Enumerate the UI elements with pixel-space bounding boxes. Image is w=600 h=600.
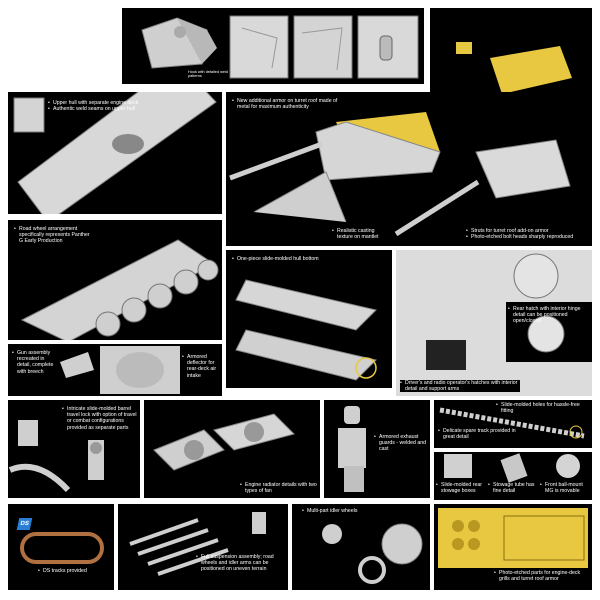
panel-ds-tracks: DS tracks provided: [8, 504, 114, 590]
ds-tracks-bullet: DS tracks provided: [38, 568, 112, 574]
travel-lock-illustration: [8, 420, 104, 493]
turret-roof-armor-bullet: New additional armor on turret roof made…: [232, 98, 344, 110]
driver-hatch-bullet: Driver's and radio operator's hatches wi…: [400, 380, 520, 392]
radiator-caption: Engine radiator details with two types o…: [240, 482, 318, 494]
panel-turret-detail-strip: Hook with detailed weld patterns: [122, 8, 424, 84]
panel-photoetch: Photo-etched parts for engine-deck grill…: [434, 504, 592, 590]
idler-caption: Multi-part idler wheels: [302, 508, 422, 514]
panel-road-wheels: Road wheel arrangement specifically repr…: [8, 220, 222, 340]
upper-hull-bullet-2: Authentic weld seams on upper hull: [48, 106, 168, 112]
struts-bullet-2: Photo-etched bolt heads sharply reproduc…: [466, 234, 590, 240]
deflector-bullet: Armored deflector for rear-deck air inta…: [182, 354, 220, 379]
suspension-illustration: [129, 512, 266, 576]
photoetch-fret-illustration: [438, 508, 588, 568]
travel-lock-caption: Intricate slide-molded barrel travel loc…: [62, 406, 138, 431]
hull-bottom-bullet: One-piece slide-molded hull bottom: [232, 256, 382, 262]
panel-stowage: Slide-molded rear stowage boxes Stowage …: [434, 452, 592, 500]
panel-exhaust: Armored exhaust guards - welded and cast: [324, 400, 430, 498]
travel-lock-bullet: Intricate slide-molded barrel travel loc…: [62, 406, 138, 431]
radiator-bullet: Engine radiator details with two types o…: [240, 482, 318, 494]
mantlet-bullet: Realistic casting texture on mantlet: [332, 228, 390, 240]
ds-track-illustration: [20, 532, 104, 564]
panel-upper-hull: Upper hull with separate engine deck Aut…: [8, 92, 222, 214]
spare-track-bullet: Delicate spare track provided in great d…: [438, 428, 528, 440]
gun-assembly-bullet: Gun assembly recreated in detail, comple…: [12, 350, 58, 375]
panel-travel-lock: Intricate slide-molded barrel travel loc…: [8, 400, 140, 498]
rear-hatch-bullet: Rear hatch with interior hinge detail ca…: [508, 306, 590, 325]
exhaust-illustration: [338, 406, 366, 492]
weld-hook-note: Hook with detailed weld patterns: [188, 70, 228, 79]
photoetch-caption: Photo-etched parts for engine-deck grill…: [494, 570, 590, 582]
turret-roof-armor-caption: New additional armor on turret roof made…: [232, 98, 344, 110]
spare-track-illustration: [439, 407, 585, 439]
road-wheels-bullet: Road wheel arrangement specifically repr…: [14, 226, 92, 245]
radiator-illustration: [153, 413, 295, 471]
hatch-illustration: [396, 250, 592, 396]
stowage-box-bullet: Slide-molded rear stowage boxes: [436, 482, 486, 494]
panel-radiator: Engine radiator details with two types o…: [144, 400, 320, 498]
gun-deflector-illustration: [60, 346, 180, 394]
gun-assembly-caption: Gun assembly recreated in detail, comple…: [12, 350, 58, 375]
road-wheels-caption: Road wheel arrangement specifically repr…: [14, 226, 92, 245]
upper-hull-bullet-1: Upper hull with separate engine deck: [48, 100, 168, 106]
rear-hatch-caption: Rear hatch with interior hinge detail ca…: [508, 306, 590, 325]
idler-wheel-illustration: [322, 523, 423, 584]
struts-caption: Struts for turret roof add-on armor Phot…: [466, 228, 590, 241]
panel-suspension: Full suspension assembly; road wheels an…: [118, 504, 288, 590]
road-wheels-illustration: [20, 239, 219, 340]
panel-spare-track: Slide-molded holes for hassle-free fitti…: [434, 400, 592, 448]
panel-hatches: Rear hatch with interior hinge detail ca…: [396, 250, 592, 396]
panel-idler-wheels: Multi-part idler wheels: [292, 504, 430, 590]
turret-armor-illustration: [229, 112, 571, 237]
stowage-box-caption: Slide-molded rear stowage boxes: [436, 482, 486, 494]
turret-parts-illustration: [141, 15, 419, 79]
ds-logo: DS: [16, 518, 33, 530]
exhaust-caption: Armored exhaust guards - welded and cast: [374, 434, 428, 453]
stowage-tube-bullet: Stowage tube has fine detail: [488, 482, 538, 494]
hull-bottom-illustration: [235, 279, 377, 381]
photoetch-bullet: Photo-etched parts for engine-deck grill…: [494, 570, 590, 582]
slide-holes-bullet: Slide-molded holes for hassle-free fitti…: [496, 402, 590, 414]
mantlet-caption: Realistic casting texture on mantlet: [332, 228, 390, 240]
suspension-caption: Full suspension assembly; road wheels an…: [196, 554, 286, 573]
panel-hull-bottom: One-piece slide-molded hull bottom: [226, 250, 392, 388]
driver-hatch-caption: Driver's and radio operator's hatches wi…: [400, 380, 520, 393]
panel-turret-armor: New additional armor on turret roof made…: [226, 92, 592, 246]
slide-holes-caption: Slide-molded holes for hassle-free fitti…: [496, 402, 590, 414]
ds-tracks-caption: DS tracks provided: [38, 568, 112, 574]
struts-bullet-1: Struts for turret roof add-on armor: [466, 228, 590, 234]
upper-hull-caption: Upper hull with separate engine deck Aut…: [48, 100, 168, 113]
exhaust-bullet: Armored exhaust guards - welded and cast: [374, 434, 428, 453]
panel-gun-deflector: Gun assembly recreated in detail, comple…: [8, 344, 222, 396]
deflector-caption: Armored deflector for rear-deck air inta…: [182, 354, 220, 379]
idler-bullet: Multi-part idler wheels: [302, 508, 422, 514]
ball-mount-bullet: Front ball-mount MG is movable: [540, 482, 592, 494]
ball-mount-caption: Front ball-mount MG is movable: [540, 482, 592, 494]
stowage-illustration: [444, 453, 580, 483]
stowage-tube-caption: Stowage tube has fine detail: [488, 482, 538, 494]
suspension-bullet: Full suspension assembly; road wheels an…: [196, 554, 286, 573]
spare-track-caption: Delicate spare track provided in great d…: [438, 428, 528, 440]
hull-bottom-caption: One-piece slide-molded hull bottom: [232, 256, 382, 262]
